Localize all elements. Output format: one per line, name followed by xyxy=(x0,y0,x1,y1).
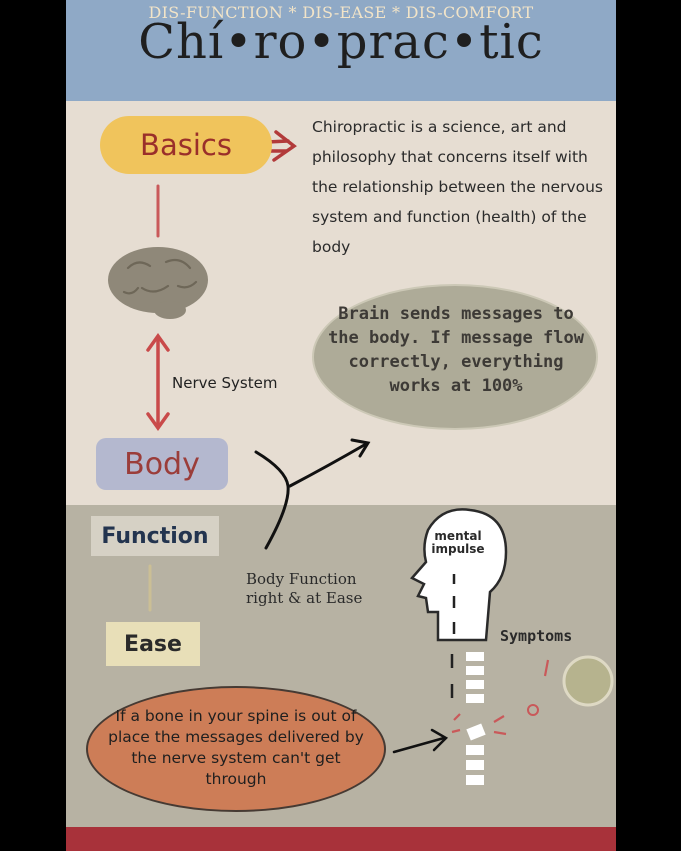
nerve-system-label: Nerve System xyxy=(172,374,278,392)
title-banner xyxy=(66,0,616,101)
brain-message-text: Brain sends messages to the body. If mes… xyxy=(328,304,584,396)
spine-icon xyxy=(450,652,507,785)
spine-pointer-arrow xyxy=(392,728,449,754)
brain-message-bubble xyxy=(312,284,598,430)
symptom-marker xyxy=(527,655,614,716)
chiropractic-infographic: Chí•ro•prac•tic xyxy=(66,0,616,851)
brace-arrow xyxy=(254,438,371,550)
nerve-system-arrow xyxy=(146,332,170,432)
spine-message-bubble xyxy=(86,686,386,812)
footer-text: DIS-FUNCTION * DIS-EASE * DIS-COMFORT xyxy=(148,3,534,22)
symptoms-label: Symptoms xyxy=(500,627,573,645)
function-label: Function xyxy=(91,516,219,556)
brain-icon xyxy=(108,247,208,319)
mental-impulse-label: mental impulse xyxy=(431,529,485,556)
body-function-note: Body Function right & at Ease xyxy=(246,570,363,607)
page-title: Chí•ro•prac•tic xyxy=(138,14,544,70)
footer-banner xyxy=(66,827,616,851)
ease-label: Ease xyxy=(106,622,200,666)
head-silhouette-icon xyxy=(409,508,508,642)
spine-message-text: If a bone in your spine is out of place … xyxy=(108,707,364,788)
basics-label: Basics xyxy=(100,116,272,174)
basics-description: Chiropractic is a science, art and philo… xyxy=(312,118,604,256)
body-label: Body xyxy=(96,438,228,490)
